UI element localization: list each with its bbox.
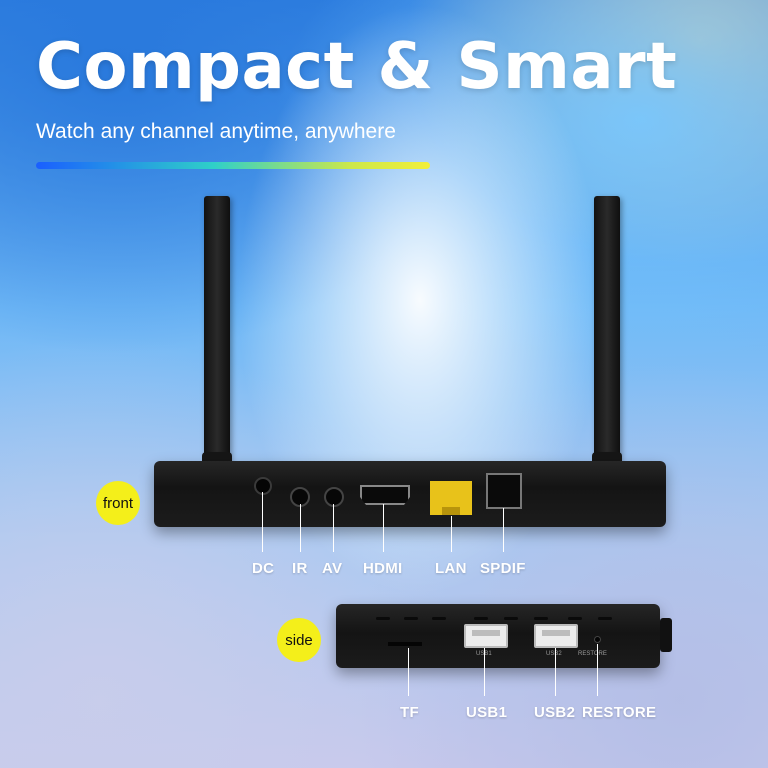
device-front-view bbox=[154, 461, 666, 527]
hdmi-port-icon bbox=[360, 485, 410, 505]
vent-slot bbox=[404, 617, 418, 620]
spdif-label: SPDIF bbox=[480, 560, 526, 577]
usb2-printed-label: USB2 bbox=[546, 651, 562, 657]
usb1-leader-line bbox=[484, 648, 485, 696]
front-tag: front bbox=[96, 481, 140, 525]
side-knob bbox=[660, 618, 672, 652]
usb2-label: USB2 bbox=[534, 704, 576, 721]
dc-leader-line bbox=[262, 492, 263, 552]
usb1-printed-label: USB1 bbox=[476, 651, 492, 657]
restore-label: RESTORE bbox=[582, 704, 657, 721]
vent-slot bbox=[568, 617, 582, 620]
headline-title: Compact & Smart bbox=[36, 30, 678, 104]
hdmi-label: HDMI bbox=[363, 560, 403, 577]
usb2-port-icon bbox=[534, 624, 578, 648]
av-leader-line bbox=[333, 504, 334, 552]
av-label: AV bbox=[322, 560, 343, 577]
vent-slot bbox=[504, 617, 518, 620]
spdif-leader-line bbox=[503, 508, 504, 552]
front-tag-label: front bbox=[102, 494, 133, 512]
tf-label: TF bbox=[400, 704, 419, 721]
vent-slot bbox=[376, 617, 390, 620]
optical-audio-port-icon bbox=[486, 473, 522, 509]
tf-leader-line bbox=[408, 648, 409, 696]
restore-pinhole-icon bbox=[594, 636, 601, 643]
vent-slot bbox=[474, 617, 488, 620]
side-tag-label: side bbox=[285, 631, 313, 649]
ir-leader-line bbox=[300, 504, 301, 552]
vent-slot bbox=[598, 617, 612, 620]
tf-card-slot-icon bbox=[388, 642, 422, 646]
accent-gradient-bar bbox=[36, 162, 430, 169]
usb1-port-icon bbox=[464, 624, 508, 648]
headline-subtitle: Watch any channel anytime, anywhere bbox=[36, 120, 396, 143]
dc-power-jack-icon bbox=[254, 477, 272, 495]
vent-slot bbox=[432, 617, 446, 620]
dc-label: DC bbox=[252, 560, 275, 577]
ethernet-port-icon bbox=[430, 481, 472, 515]
lan-label: LAN bbox=[435, 560, 467, 577]
side-tag: side bbox=[277, 618, 321, 662]
restore-leader-line bbox=[597, 644, 598, 696]
device-side-view: USB1 USB2 RESTORE bbox=[336, 604, 660, 668]
hdmi-leader-line bbox=[383, 504, 384, 552]
restore-printed-label: RESTORE bbox=[578, 651, 607, 657]
av-jack-icon bbox=[324, 487, 344, 507]
lan-leader-line bbox=[451, 516, 452, 552]
vent-slot bbox=[534, 617, 548, 620]
usb1-label: USB1 bbox=[466, 704, 508, 721]
ir-label: IR bbox=[292, 560, 308, 577]
usb2-leader-line bbox=[555, 648, 556, 696]
